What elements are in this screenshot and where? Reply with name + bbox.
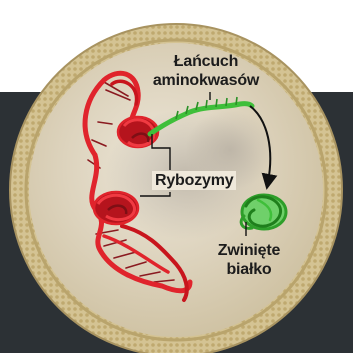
label-folded-protein-line2: białko xyxy=(214,260,284,279)
label-ribozymes-text: Rybozymy xyxy=(155,171,233,190)
label-amino-acid-chain-line1: Łańcuch xyxy=(150,52,262,71)
label-folded-protein: Zwinięte białko xyxy=(214,241,284,279)
label-amino-acid-chain-line2: aminokwasów xyxy=(150,71,262,90)
label-folded-protein-line1: Zwinięte xyxy=(214,241,284,260)
folded-protein xyxy=(241,195,286,229)
label-amino-acid-chain: Łańcuch aminokwasów xyxy=(150,52,262,90)
label-ribozymes: Rybozymy xyxy=(152,171,236,190)
ribozyme-lower xyxy=(94,192,138,224)
